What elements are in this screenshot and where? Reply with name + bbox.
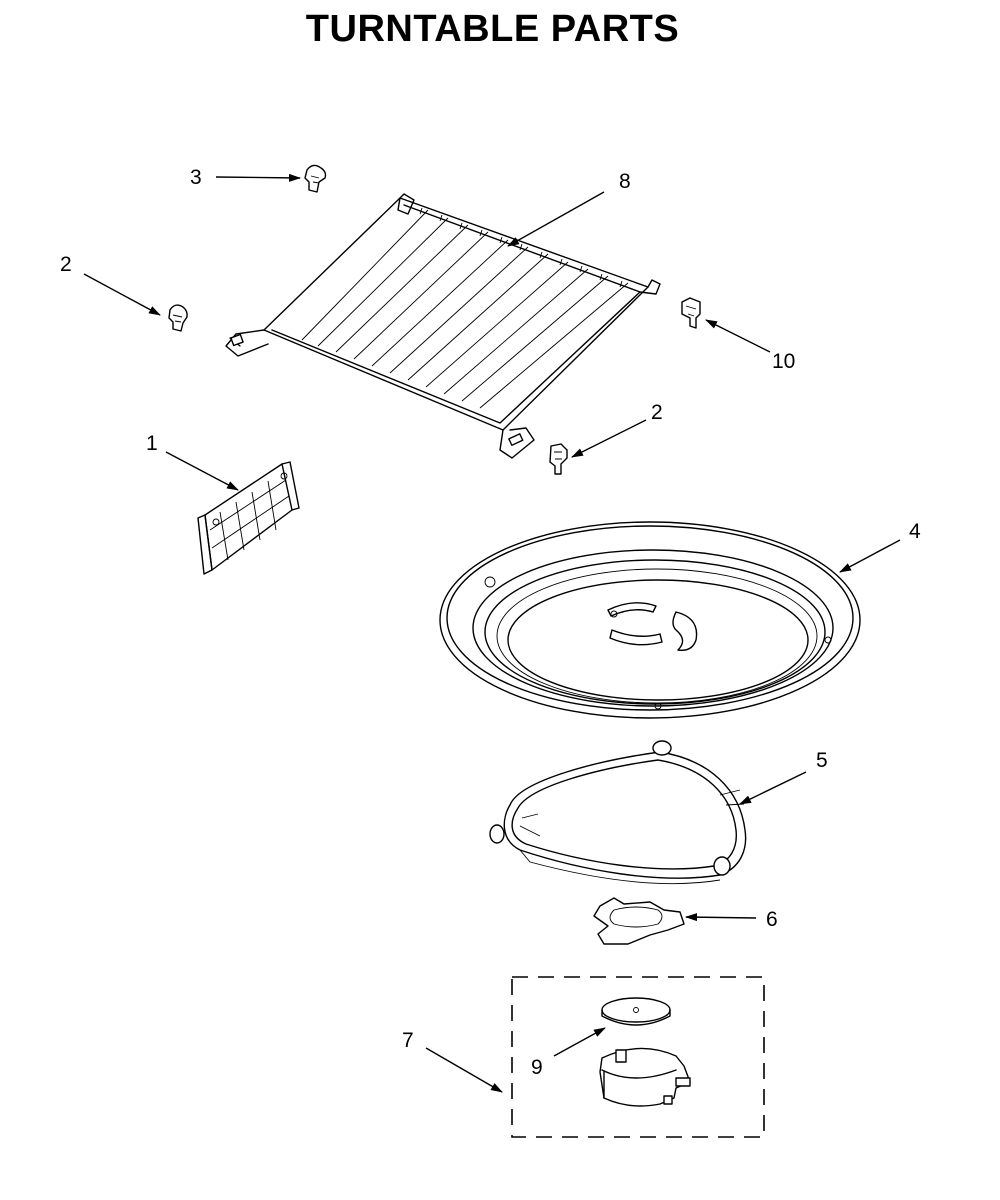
leader-2a: [83, 273, 161, 316]
callout-labels: 3 8 2 10 2 1 4 5 6 7 9: [60, 166, 921, 1079]
callout-10: 10: [772, 350, 795, 373]
part-10-bracket[interactable]: [681, 297, 701, 329]
part-5-roller-ring[interactable]: [489, 740, 747, 885]
leader-lines: [83, 173, 901, 1093]
callout-2-left: 2: [60, 253, 72, 276]
callout-2-right: 2: [651, 401, 663, 424]
part-4-turntable-tray[interactable]: [439, 521, 861, 719]
callout-7: 7: [402, 1029, 414, 1052]
leader-10: [705, 319, 771, 353]
leader-4: [839, 539, 901, 573]
part-9-disc[interactable]: [601, 997, 671, 1026]
part-2-clip-left[interactable]: [168, 304, 188, 332]
part-3-clip[interactable]: [304, 164, 327, 193]
leader-6: [685, 913, 757, 922]
callout-3: 3: [190, 166, 202, 189]
leader-9: [553, 1027, 606, 1057]
callout-9: 9: [531, 1056, 543, 1079]
callout-1: 1: [146, 432, 158, 455]
part-2-clip-right[interactable]: [549, 443, 568, 475]
callout-5: 5: [816, 749, 828, 772]
callout-4: 4: [909, 520, 921, 543]
page-title: TURNTABLE PARTS: [305, 8, 680, 50]
leader-8: [507, 191, 605, 247]
leader-2b: [571, 419, 647, 458]
part-1-cover-panel[interactable]: [197, 461, 300, 575]
leader-3: [215, 173, 301, 182]
part-6-coupler[interactable]: [593, 897, 685, 945]
part-8-wire-rack[interactable]: [225, 193, 661, 459]
leader-1: [165, 451, 239, 491]
callout-8: 8: [619, 170, 631, 193]
leader-5: [739, 771, 807, 805]
callout-6: 6: [766, 908, 778, 931]
part-7-motor-assembly[interactable]: [511, 976, 765, 1138]
leader-7: [425, 1047, 503, 1093]
